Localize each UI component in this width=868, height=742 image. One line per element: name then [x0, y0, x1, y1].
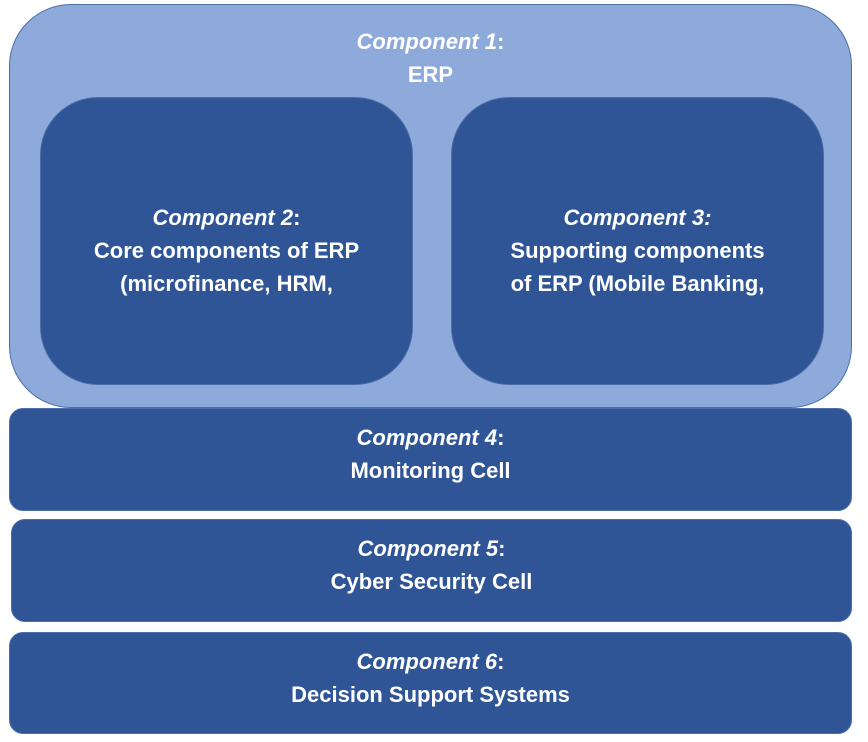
component-3-line-2: of ERP (Mobile Banking, [510, 271, 765, 296]
component-1-name: Component 1 [356, 29, 498, 54]
component-6-title: Component 6: [10, 645, 851, 678]
component-4-label: Monitoring Cell [350, 458, 511, 483]
component-5-label: Cyber Security Cell [330, 569, 533, 594]
component-6-decision-support-box: Component 6: Decision Support Systems [9, 632, 852, 734]
component-4-monitoring-box: Component 4: Monitoring Cell [9, 408, 852, 511]
component-2-name: Component 2 [152, 205, 294, 230]
component-1-title: Component 1: [10, 25, 851, 58]
component-6-colon: : [497, 649, 505, 674]
component-2-line-2: (microfinance, HRM, [120, 271, 333, 296]
component-3-name: Component 3: [563, 205, 712, 230]
component-1-text: Component 1: ERP [10, 25, 851, 91]
component-2-line-1: Core components of ERP [93, 238, 360, 263]
component-4-colon: : [497, 425, 505, 450]
component-5-title: Component 5: [12, 532, 851, 565]
component-3-supporting-box: Component 3: Supporting components of ER… [451, 97, 824, 385]
component-2-core-box: Component 2: Core components of ERP (mic… [40, 97, 413, 385]
component-3-title: Component 3: [452, 201, 823, 234]
component-4-title: Component 4: [10, 421, 851, 454]
component-1-label: ERP [407, 62, 454, 87]
component-5-colon: : [498, 536, 506, 561]
component-5-cyber-security-box: Component 5: Cyber Security Cell [11, 519, 852, 622]
component-2-title: Component 2: [41, 201, 412, 234]
component-1-colon: : [497, 29, 505, 54]
component-6-label: Decision Support Systems [291, 682, 570, 707]
component-4-name: Component 4 [356, 425, 498, 450]
component-2-colon: : [293, 205, 301, 230]
component-5-name: Component 5 [357, 536, 499, 561]
component-6-name: Component 6 [356, 649, 498, 674]
component-3-line-1: Supporting components [510, 238, 765, 263]
